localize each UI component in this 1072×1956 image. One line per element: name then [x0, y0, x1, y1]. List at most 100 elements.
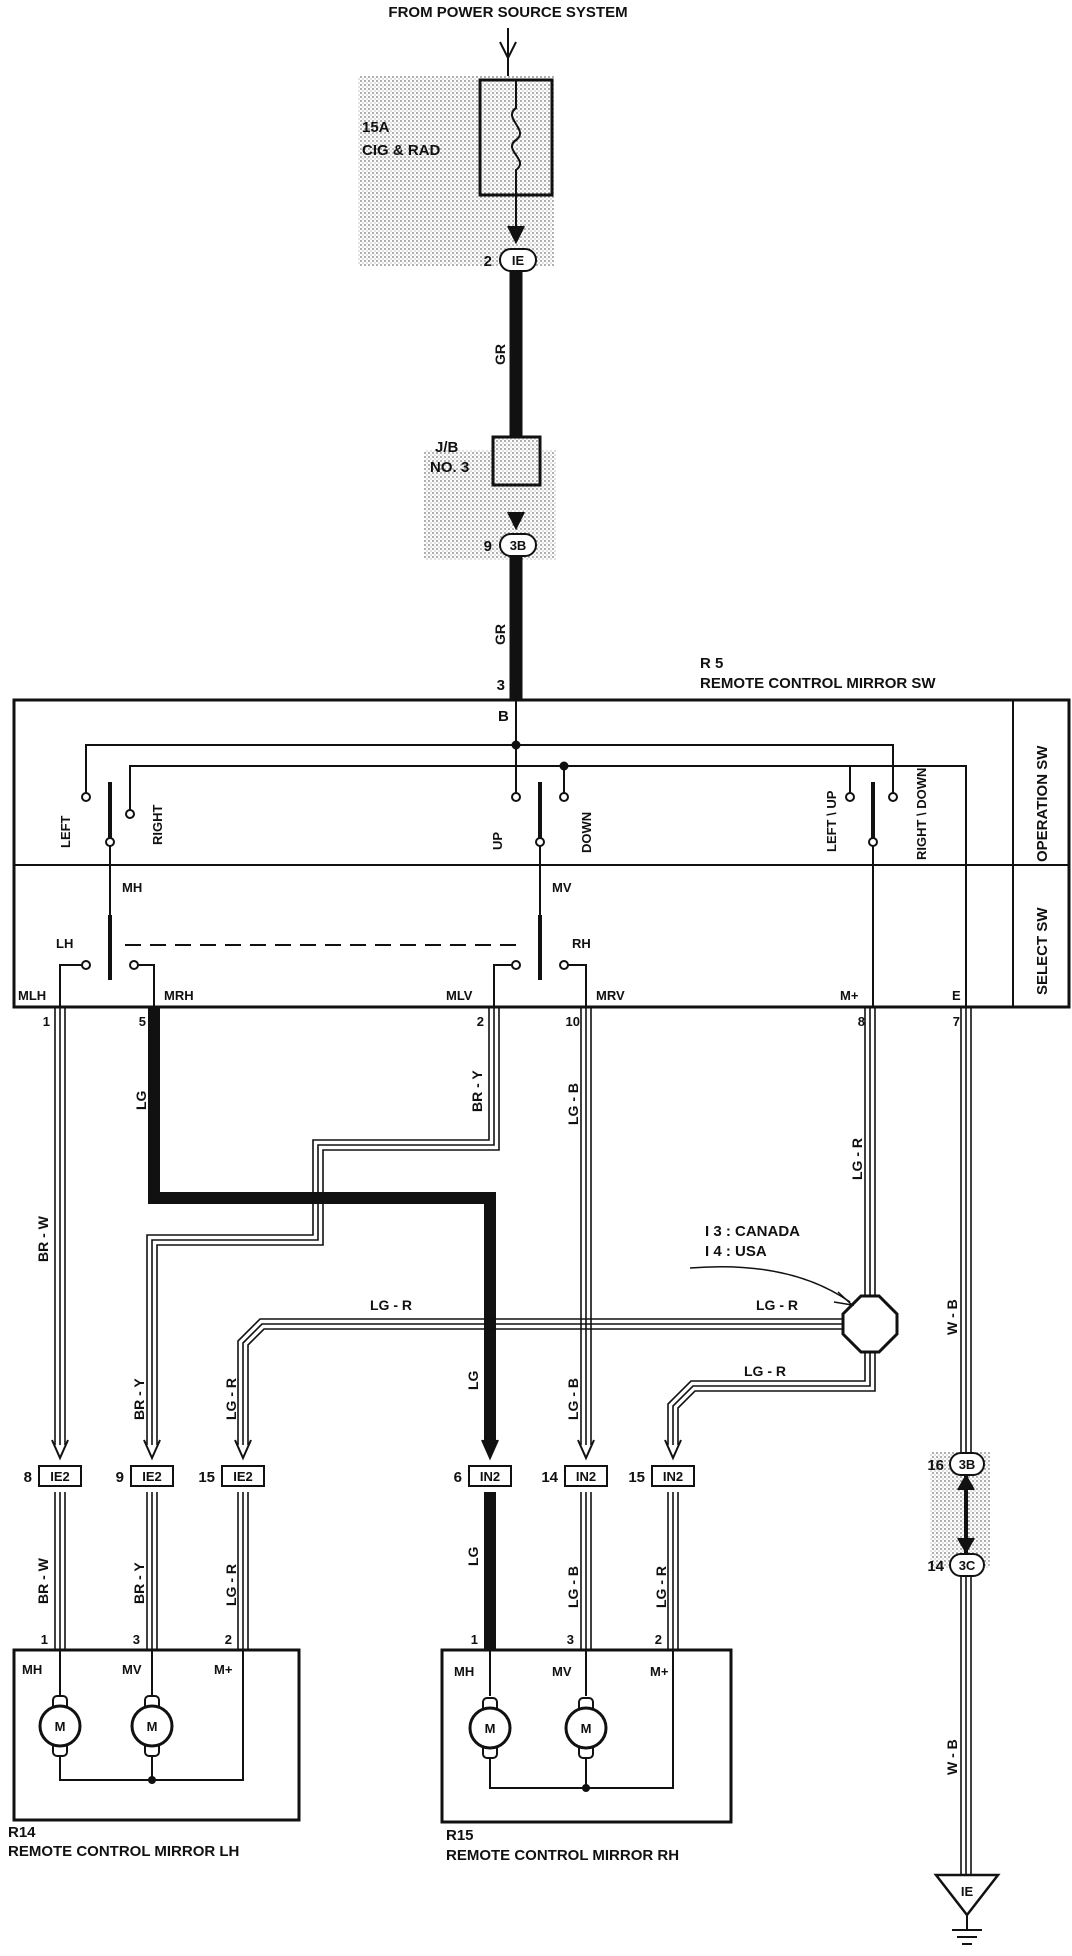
section-operation: OPERATION SW [1034, 745, 1051, 862]
wire-lg-b-label-2: LG - B [565, 1378, 581, 1420]
wire-w-b-label-2: W - B [944, 1739, 960, 1775]
contact-rh: RH [572, 936, 591, 951]
junction-line2: I 4 : USA [705, 1243, 767, 1260]
svg-text:14: 14 [541, 1469, 558, 1486]
svg-text:M: M [55, 1719, 66, 1734]
connector-ie2-3: IE2 15 [198, 1465, 265, 1487]
svg-text:9: 9 [116, 1469, 124, 1486]
wire-br-y-label-2: BR - Y [131, 1378, 147, 1420]
rh-term-mv: MV [552, 1664, 572, 1679]
term-mplus: M+ [840, 988, 859, 1003]
ground-icon [952, 1915, 982, 1945]
svg-text:IE2: IE2 [233, 1469, 253, 1484]
svg-text:IN2: IN2 [663, 1469, 683, 1484]
rh-term-mplus: M+ [650, 1664, 669, 1679]
contact-mv: MV [552, 880, 572, 895]
connector-ie-top-pin: 2 [484, 253, 492, 270]
term-e: E [952, 988, 961, 1003]
contact-left: LEFT [58, 815, 73, 848]
wire-br-y [146, 1008, 500, 1650]
wire-lg-label: LG [133, 1090, 149, 1110]
wire-lg-r-lh-label-3: LG - R [223, 1564, 239, 1606]
wire-lg-b-label: LG - B [565, 1083, 581, 1125]
switch-name: REMOTE CONTROL MIRROR SW [700, 675, 936, 692]
contact-up: UP [490, 832, 505, 850]
term-mlh: MLH [18, 988, 46, 1003]
connector-ie-top-code: IE [512, 253, 525, 268]
contact-right-down: RIGHT \ DOWN [914, 768, 929, 860]
lh-term-mplus: M+ [214, 1662, 233, 1677]
switch-supply-pin: 3 [497, 677, 505, 694]
svg-text:15: 15 [628, 1469, 645, 1486]
pin-mrv: 10 [566, 1014, 580, 1029]
rh-term-mh: MH [454, 1664, 474, 1679]
wire-w-b [960, 1008, 972, 1875]
svg-text:IE2: IE2 [50, 1469, 70, 1484]
ground-point [933, 1873, 1001, 1918]
pin-mrh: 5 [139, 1014, 146, 1029]
term-mrv: MRV [596, 988, 625, 1003]
svg-text:8: 8 [24, 1469, 32, 1486]
fuse-rating: 15A [362, 119, 390, 136]
pin-mlv: 2 [477, 1014, 484, 1029]
lh-pin-2: 2 [225, 1632, 232, 1647]
section-select: SELECT SW [1034, 907, 1051, 995]
connector-3b-ground [949, 1452, 985, 1476]
wire-lg-r-lh [237, 1318, 843, 1650]
term-mrh: MRH [164, 988, 194, 1003]
connector-3b-ground-pin: 16 [927, 1457, 944, 1474]
rh-pin-2: 2 [655, 1632, 662, 1647]
lh-term-mv: MV [122, 1662, 142, 1677]
term-mlv: MLV [446, 988, 473, 1003]
connector-3b-top-code: 3B [510, 538, 527, 553]
svg-text:M: M [581, 1721, 592, 1736]
contact-mh: MH [122, 880, 142, 895]
connector-3b-top-pin: 9 [484, 538, 492, 555]
rh-pin-3: 3 [567, 1632, 574, 1647]
connector-3c-ground-pin: 14 [927, 1558, 944, 1575]
lh-motor-mh-icon: M [38, 1695, 82, 1757]
contact-left-up: LEFT \ UP [824, 790, 839, 852]
jb-line2: NO. 3 [430, 459, 469, 476]
pin-mplus: 8 [858, 1014, 865, 1029]
mirror-rh-name: REMOTE CONTROL MIRROR RH [446, 1847, 679, 1864]
rh-pin-1: 1 [471, 1632, 478, 1647]
svg-text:IN2: IN2 [576, 1469, 596, 1484]
connector-in2-1: IN2 6 [454, 1465, 512, 1487]
jb-box [491, 435, 542, 487]
mirror-rh-id: R15 [446, 1827, 474, 1844]
wire-lg [148, 1008, 496, 1445]
wire-lg-b-label-3: LG - B [565, 1566, 581, 1608]
svg-text:IE2: IE2 [142, 1469, 162, 1484]
svg-text:M: M [147, 1719, 158, 1734]
svg-text:M: M [485, 1721, 496, 1736]
wire-br-w [54, 1008, 66, 1650]
lh-pin-3: 3 [133, 1632, 140, 1647]
contact-right: RIGHT [150, 805, 165, 846]
wire-lg-r-rh-label-2: LG - R [653, 1566, 669, 1608]
wire-br-y-label-3: BR - Y [131, 1562, 147, 1604]
wire-lg-b [580, 1008, 592, 1650]
wire-lg-r-main [864, 1008, 876, 1296]
fuse-name: CIG & RAD [362, 142, 441, 159]
pin-mlh: 1 [43, 1014, 50, 1029]
connector-3c-ground [949, 1553, 985, 1577]
pin-e: 7 [953, 1014, 960, 1029]
wire-br-w-label-2: BR - W [35, 1557, 51, 1604]
wire-gr-lower-label: GR [492, 624, 508, 645]
mirror-lh-name: REMOTE CONTROL MIRROR LH [8, 1843, 239, 1860]
wire-lg-r-rh [667, 1352, 876, 1650]
lh-pin-1: 1 [41, 1632, 48, 1647]
svg-text:15: 15 [198, 1469, 215, 1486]
junction-line1: I 3 : CANADA [705, 1223, 800, 1240]
contact-down: DOWN [579, 812, 594, 853]
b-label: B [498, 708, 509, 725]
wire-w-b-label: W - B [944, 1299, 960, 1335]
junction-connector [841, 1294, 899, 1354]
connector-3b-ground-code: 3B [959, 1457, 976, 1472]
wire-lg-r-label: LG - R [849, 1138, 865, 1180]
wire-lg-r-rh-label: LG - R [744, 1363, 786, 1379]
wire-lg-label-3: LG [465, 1546, 481, 1566]
wire-br-w-label: BR - W [35, 1215, 51, 1262]
